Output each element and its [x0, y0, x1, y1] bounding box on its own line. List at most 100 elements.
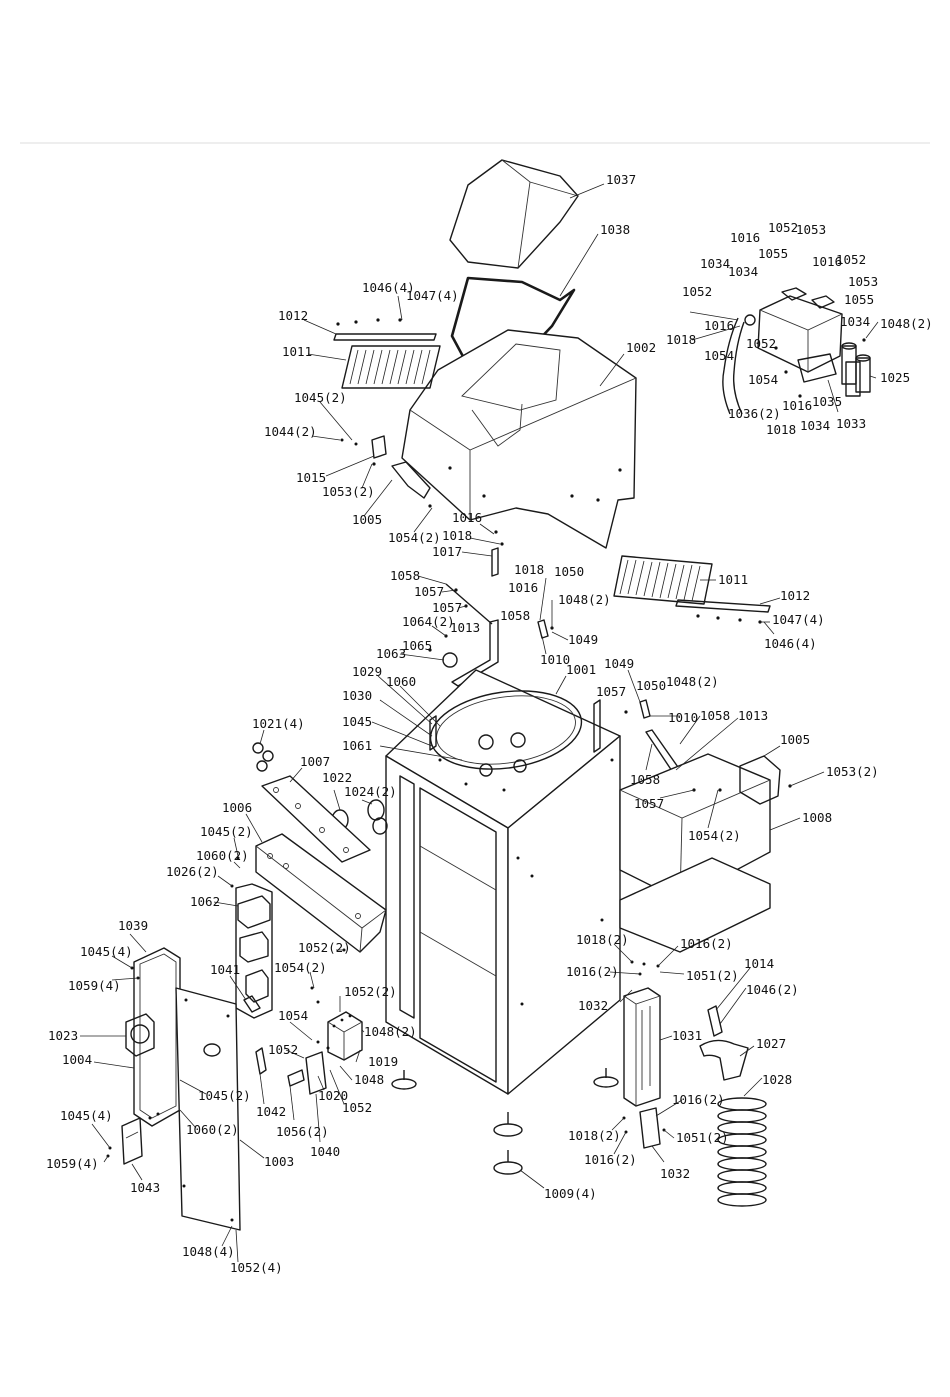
- label-1054-2-c: 1054(2): [274, 960, 327, 975]
- label-1030: 1030: [342, 688, 372, 703]
- label-1029: 1029: [352, 664, 382, 679]
- label-1045-2-d: 1045(2): [198, 1088, 251, 1103]
- label-1041: 1041: [210, 962, 240, 977]
- part-1017-bracket: [491, 530, 504, 577]
- label-1037: 1037: [606, 172, 636, 187]
- label-1017: 1017: [432, 544, 462, 559]
- label-1010-b: 1010: [668, 710, 698, 725]
- label-1018-d: 1018: [766, 422, 796, 437]
- part-1020-1040-sensor: [305, 1040, 330, 1095]
- label-1058-c: 1058: [700, 708, 730, 723]
- label-1045-4-b: 1045(4): [60, 1108, 113, 1123]
- part-1019-terminal-block: [327, 1011, 363, 1061]
- label-1053-2-b: 1053(2): [826, 764, 879, 779]
- label-1012: 1012: [278, 308, 308, 323]
- label-1051-2-b: 1051(2): [676, 1130, 729, 1145]
- label-1052-f: 1052: [342, 1100, 372, 1115]
- label-1046-4: 1046(4): [362, 280, 415, 295]
- label-1057-c: 1057: [596, 684, 626, 699]
- label-1052: 1052: [768, 220, 798, 235]
- label-1060: 1060: [386, 674, 416, 689]
- label-1048-2: 1048(2): [558, 592, 611, 607]
- label-1013-b: 1013: [738, 708, 768, 723]
- label-1047-4-b: 1047(4): [772, 612, 825, 627]
- label-1005-b: 1005: [780, 732, 810, 747]
- label-1058: 1058: [390, 568, 420, 583]
- label-1036-2: 1036(2): [728, 406, 781, 421]
- label-1046-2: 1046(2): [746, 982, 799, 997]
- label-1003: 1003: [264, 1154, 294, 1169]
- label-1057-d: 1057: [634, 796, 664, 811]
- label-1012-b: 1012: [780, 588, 810, 603]
- label-1048-2-b: 1048(2): [880, 316, 933, 331]
- label-1045-2: 1045(2): [294, 390, 347, 405]
- leader-lines: [80, 183, 879, 1263]
- label-1039: 1039: [118, 918, 148, 933]
- label-1016-e: 1016: [704, 318, 734, 333]
- label-1052-4: 1052(4): [230, 1260, 283, 1275]
- label-1056-2: 1056(2): [276, 1124, 329, 1139]
- label-1034-c: 1034: [840, 314, 870, 329]
- label-1006: 1006: [222, 800, 252, 815]
- label-1052-2: 1052(2): [298, 940, 351, 955]
- label-1058-b: 1058: [500, 608, 530, 623]
- label-1016-b: 1016: [508, 580, 538, 595]
- label-1054-c: 1054: [748, 372, 778, 387]
- label-1054-2: 1054(2): [388, 530, 441, 545]
- label-1063: 1063: [376, 646, 406, 661]
- label-1045-2-c: 1045(2): [200, 824, 253, 839]
- part-1007-control-strip: [261, 775, 371, 863]
- label-1052-e: 1052: [268, 1042, 298, 1057]
- label-1054: 1054: [278, 1008, 308, 1023]
- label-1052-2-b: 1052(2): [344, 984, 397, 999]
- label-1048-2-c: 1048(2): [666, 674, 719, 689]
- part-1043-bracket: [121, 1117, 143, 1165]
- label-1050: 1050: [554, 564, 584, 579]
- label-1018-2: 1018(2): [576, 932, 629, 947]
- part-1009-feet: [391, 1068, 619, 1175]
- label-1057: 1057: [414, 584, 444, 599]
- label-1034-b: 1034: [728, 264, 758, 279]
- label-1059-4: 1059(4): [68, 978, 121, 993]
- label-1034: 1034: [700, 256, 730, 271]
- label-1005: 1005: [352, 512, 382, 527]
- label-1016-2-b: 1016(2): [566, 964, 619, 979]
- label-1033: 1033: [836, 416, 866, 431]
- label-1032: 1032: [578, 998, 608, 1013]
- label-1007: 1007: [300, 754, 330, 769]
- label-1054-b: 1054: [704, 348, 734, 363]
- part-1011-grid-left: [341, 345, 441, 389]
- label-1018-b: 1018: [514, 562, 544, 577]
- label-1064-2: 1064(2): [402, 614, 455, 629]
- label-1021-4: 1021(4): [252, 716, 305, 731]
- part-1012-bar-right: [675, 599, 771, 624]
- label-1008: 1008: [802, 810, 832, 825]
- part-1027-handle: [699, 1005, 749, 1081]
- label-1016-2-d: 1016(2): [584, 1152, 637, 1167]
- label-1001: 1001: [566, 662, 596, 677]
- label-1040: 1040: [310, 1144, 340, 1159]
- label-1045: 1045: [342, 714, 372, 729]
- part-1010-1050-stop-right: [624, 699, 651, 719]
- label-1016: 1016: [452, 510, 482, 525]
- part-1002-upper-housing: [401, 329, 637, 549]
- label-1014: 1014: [744, 956, 774, 971]
- label-1011-b: 1011: [718, 572, 748, 587]
- label-1018: 1018: [442, 528, 472, 543]
- part-1011-grid-right: [613, 555, 713, 605]
- label-1031: 1031: [672, 1028, 702, 1043]
- part-1003-back-panel: [175, 987, 241, 1231]
- label-1025: 1025: [880, 370, 910, 385]
- label-1060-2: 1060(2): [196, 848, 249, 863]
- label-1053: 1053: [796, 222, 826, 237]
- label-1038: 1038: [600, 222, 630, 237]
- part-1037-hopper-cover: [449, 159, 579, 269]
- label-1034-d: 1034: [800, 418, 830, 433]
- label-1016-2-c: 1016(2): [672, 1092, 725, 1107]
- part-1028-spring: [717, 1097, 767, 1207]
- label-1016-d: 1016: [812, 254, 842, 269]
- label-1018-2-b: 1018(2): [568, 1128, 621, 1143]
- label-1028: 1028: [762, 1072, 792, 1087]
